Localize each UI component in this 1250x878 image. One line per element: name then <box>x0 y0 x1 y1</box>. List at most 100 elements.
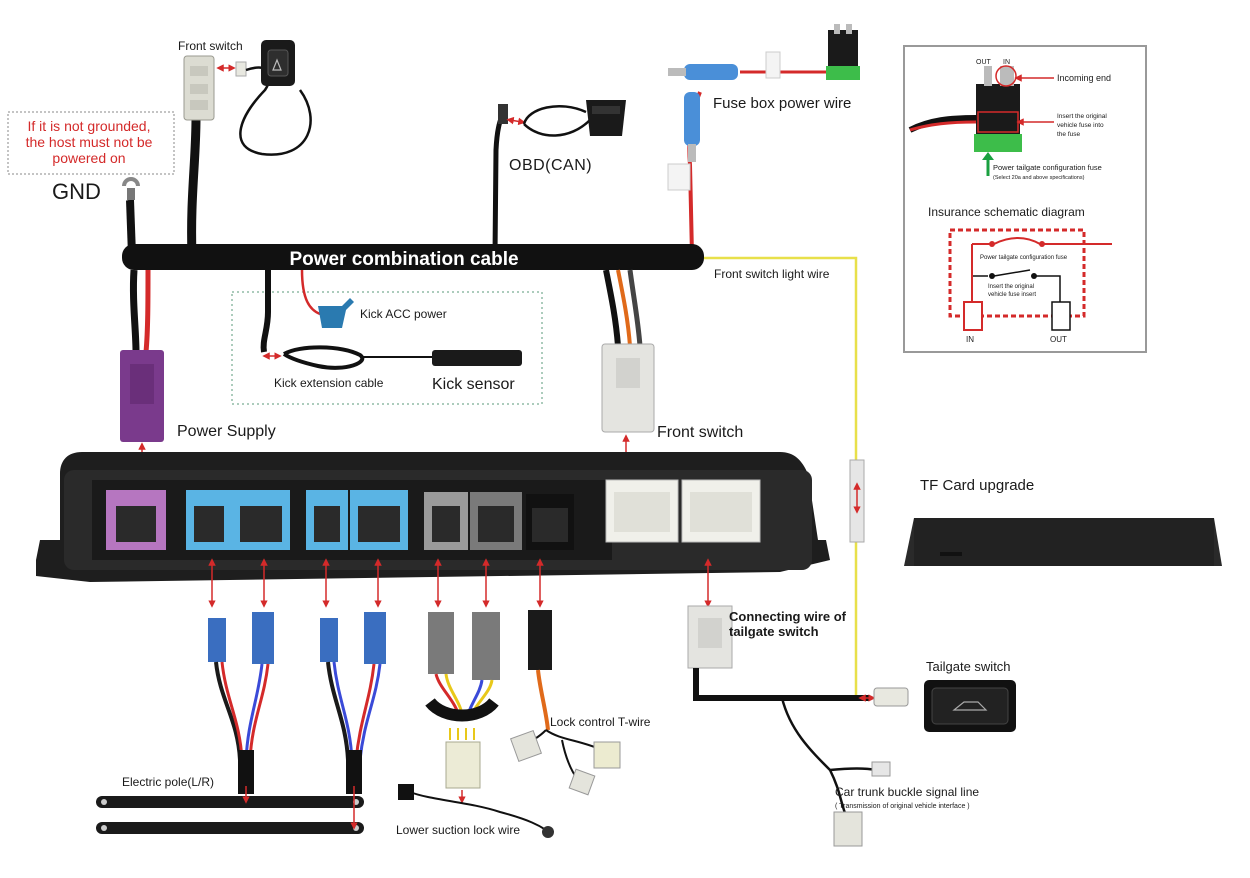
fuse-holder <box>826 24 860 80</box>
power-supply-wire-red <box>143 269 151 353</box>
kick-acc-fuse <box>318 298 354 328</box>
label-front-switch-top: Front switch <box>178 39 243 53</box>
schematic-original-fuse-switch <box>993 269 1031 277</box>
trunk-buckle-connector <box>833 811 863 847</box>
front-switch-wire-1 <box>603 269 621 347</box>
label-tailgate-switch: Tailgate switch <box>926 659 1011 674</box>
electric-pole-lower <box>96 822 364 834</box>
front-switch-top-wire <box>187 117 201 256</box>
label-transmission-note: ( Transmission of original vehicle inter… <box>835 803 970 810</box>
inset-green-arrowhead <box>982 152 994 160</box>
label-connecting-wire-2: tailgate switch <box>729 624 819 639</box>
tailgate-switch-plug <box>873 687 909 707</box>
port-blue-1 <box>186 490 232 550</box>
front-switch-wire-2 <box>616 269 632 347</box>
label-fuse-box-power-wire: Fuse box power wire <box>713 95 851 112</box>
inset-label-insert-3: the fuse <box>1057 131 1081 138</box>
label-kick-sensor: Kick sensor <box>432 376 515 393</box>
schematic-node-4 <box>1031 273 1037 279</box>
port-black <box>526 494 574 550</box>
label-ground-warning-3: powered on <box>52 150 125 166</box>
label-lower-suction-lock-wire: Lower suction lock wire <box>396 823 520 837</box>
inset-label-in: IN <box>1003 59 1010 66</box>
label-lock-control-t-wire: Lock control T-wire <box>550 715 651 729</box>
schematic-node-3 <box>989 273 995 279</box>
inset-label-schematic-title: Insurance schematic diagram <box>928 205 1085 219</box>
label-connecting-wire-1: Connecting wire of <box>729 609 847 624</box>
obd-loop-wire <box>522 104 591 137</box>
front-switch-wire-3 <box>627 269 643 347</box>
obd-small-connector <box>498 104 508 124</box>
schematic-config-fuse-switch <box>993 237 1041 245</box>
port-grey-2 <box>470 492 522 550</box>
front-switch-button <box>261 40 295 86</box>
tailgate-switch-button <box>924 680 1016 732</box>
schematic-node-1 <box>989 241 995 247</box>
label-power-combination-cable: Power combination cable <box>289 249 518 270</box>
inset-label-incoming-end: Incoming end <box>1057 73 1111 83</box>
inset-label-schem-out: OUT <box>1050 335 1067 344</box>
label-electric-pole: Electric pole(L/R) <box>122 775 214 789</box>
lower-suction-lock-eyelet <box>542 826 554 838</box>
inset-label-insert-1: Insert the original <box>1057 113 1107 120</box>
kick-wire-red <box>300 269 321 316</box>
label-kick-acc-power: Kick ACC power <box>360 307 447 321</box>
front-switch-light-wire <box>700 256 858 695</box>
fuse-terminal-horizontal <box>668 64 738 80</box>
trunk-buckle-connector-small <box>871 761 891 777</box>
tailgate-black-cable <box>693 668 870 701</box>
schematic-frame <box>948 228 1086 318</box>
lock-control-t-wire <box>509 610 621 796</box>
label-ground-warning-2: the host must not be <box>26 134 153 150</box>
schematic-node-2 <box>1039 241 1045 247</box>
port-white-1 <box>605 479 679 543</box>
kick-sensor <box>432 350 522 366</box>
inset-label-config-fuse: Power tailgate configuration fuse <box>993 163 1102 172</box>
gnd-ring-terminal <box>122 177 140 200</box>
power-supply-connector <box>120 350 164 442</box>
inset-label-schem-insert-2: vehicle fuse insert <box>988 292 1036 298</box>
fuse-inset-panel <box>903 45 1147 353</box>
label-power-supply: Power Supply <box>177 423 276 440</box>
lower-suction-lock-plug <box>398 784 414 800</box>
tf-card-device <box>904 518 1222 566</box>
label-tf-card-upgrade: TF Card upgrade <box>920 477 1034 494</box>
inset-label-out: OUT <box>976 59 992 66</box>
inset-label-insert-2: vehicle fuse into <box>1057 122 1104 129</box>
pole-harness-left <box>208 612 274 794</box>
obd-arrow <box>506 116 526 126</box>
port-white-2 <box>681 479 761 543</box>
fuse-top-tag <box>765 51 781 79</box>
inset-label-schem-in: IN <box>966 335 974 344</box>
label-gnd: GND <box>52 179 101 204</box>
tailgate-connecting-connector <box>687 605 733 669</box>
label-kick-extension-cable: Kick extension cable <box>274 376 384 390</box>
schematic-in-box <box>963 301 983 331</box>
label-ground-warning-1: If it is not grounded, <box>28 118 151 134</box>
label-front-switch: Front switch <box>657 424 743 441</box>
label-obd: OBD(CAN) <box>509 157 592 174</box>
port-blue-4 <box>350 490 408 550</box>
schematic-out-box <box>1051 301 1071 331</box>
inset-label-schem-config-fuse: Power tailgate configuration fuse <box>980 255 1068 261</box>
schematic-original-fuse-line <box>972 275 1061 302</box>
obd-connector <box>586 100 626 136</box>
front-switch-connector <box>601 343 655 433</box>
ground-warning-box <box>7 111 175 175</box>
port-purple <box>106 490 166 550</box>
front-switch-small-connector <box>235 61 247 77</box>
power-supply-wire-black <box>129 269 140 353</box>
electric-pole-upper <box>96 796 364 808</box>
power-combination-cable <box>122 244 704 270</box>
fuse-wire-label-tag <box>667 163 691 191</box>
inset-label-config-fuse-note: (Select 20a and above specifications) <box>993 175 1085 181</box>
lower-suction-lock-cable <box>409 791 547 831</box>
label-car-trunk-buckle: Car trunk buckle signal line <box>835 785 979 799</box>
kick-wire-black <box>260 270 271 353</box>
port-grey-1 <box>424 492 468 550</box>
kick-box <box>231 291 543 405</box>
lower-suction-lock-harness <box>425 612 500 789</box>
obd-wire <box>492 109 508 256</box>
